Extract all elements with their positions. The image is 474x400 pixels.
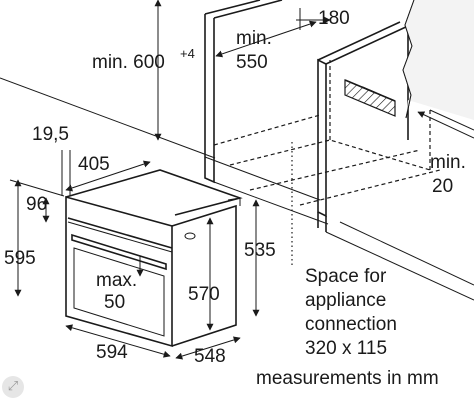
- label-570: 570: [188, 284, 220, 305]
- label-min-550-line2: 550: [236, 52, 268, 73]
- label-min-600: min. 600: [92, 52, 165, 73]
- label-595: 595: [4, 248, 36, 269]
- niche-outline: [213, 60, 441, 206]
- label-535: 535: [244, 240, 276, 261]
- label-96: 96: [26, 194, 47, 215]
- wall-lines: [0, 77, 474, 286]
- oven-appliance: [65, 169, 243, 348]
- cabinet-right-panel: [317, 0, 474, 301]
- measurements-note: measurements in mm: [256, 368, 439, 389]
- label-min-20-line2: 20: [432, 176, 453, 197]
- label-19-5: 19,5: [32, 124, 69, 145]
- label-548: 548: [194, 346, 226, 367]
- connection-space-box: [344, 79, 396, 117]
- label-180: 180: [318, 8, 350, 29]
- label-405: 405: [78, 154, 110, 175]
- expand-icon[interactable]: ⤢: [2, 376, 24, 398]
- space-label-line4: 320 x 115: [305, 338, 387, 359]
- label-max-50-line2: 50: [104, 292, 125, 313]
- label-max-50-line1: max.: [96, 270, 137, 291]
- label-min-550-line1: min.: [236, 28, 272, 49]
- space-label-line3: connection: [305, 314, 397, 335]
- label-594: 594: [96, 342, 128, 363]
- dimension-labels: min. 600 +4 min. 550 180 min. 20 19,5 40…: [4, 8, 466, 389]
- label-min-20-line1: min.: [430, 152, 466, 173]
- space-label-line1: Space for: [305, 266, 387, 287]
- space-label-line2: appliance: [305, 290, 386, 311]
- label-min-600-superscript: +4: [180, 46, 195, 61]
- dimension-lines: [9, 0, 474, 360]
- cabinet-upper: [204, 0, 329, 225]
